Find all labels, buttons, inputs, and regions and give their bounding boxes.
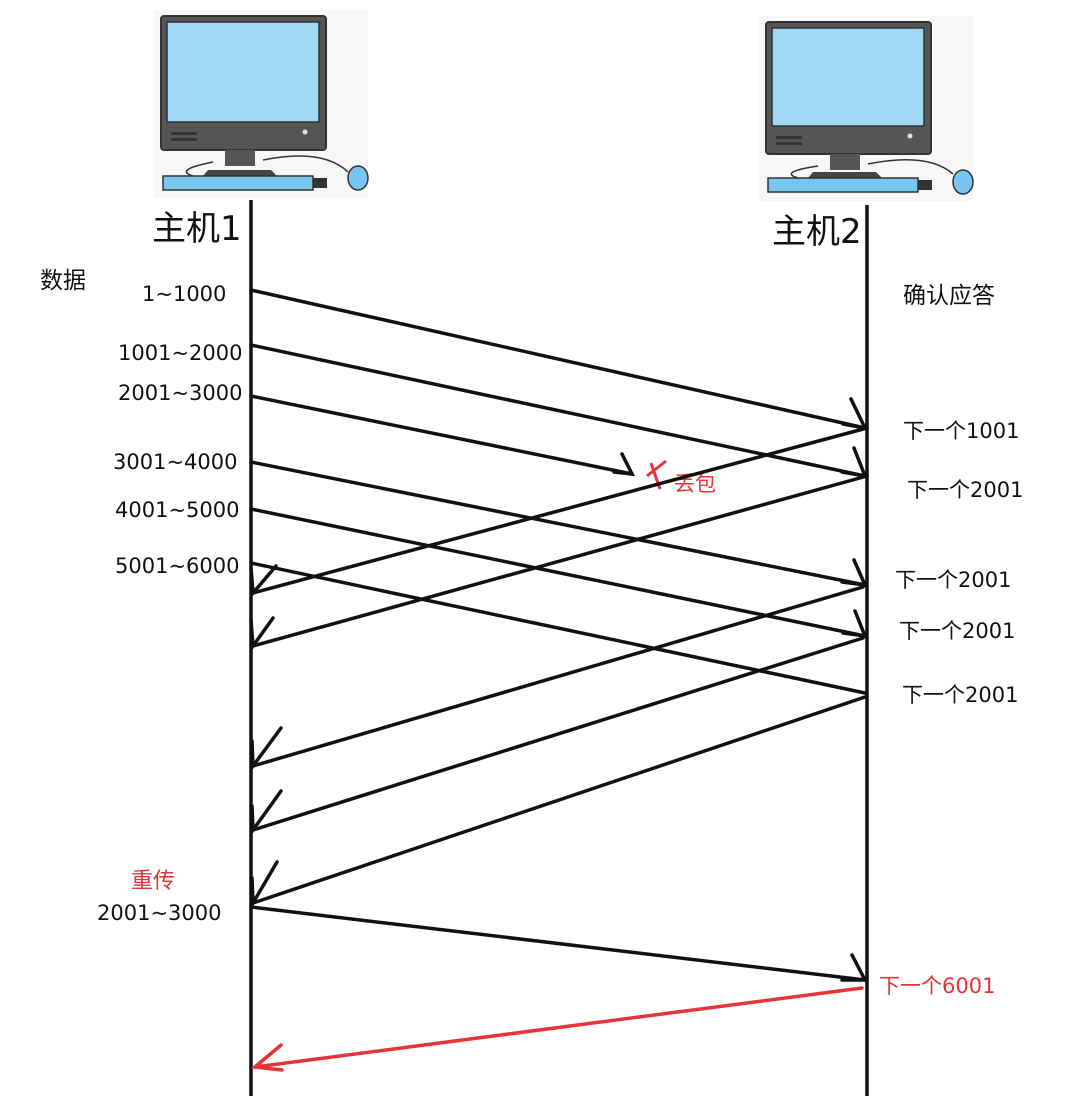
segment-label: 4001~5000 — [115, 498, 239, 522]
segment-arrow — [251, 462, 865, 585]
retransmit-range: 2001~3000 — [97, 901, 221, 925]
host1-label: 主机1 — [152, 209, 242, 249]
ack-arrow — [251, 476, 867, 646]
ack-column-label: 确认应答 — [903, 283, 995, 309]
segment-label: 1001~2000 — [118, 341, 242, 365]
segment-arrow-lost — [251, 396, 632, 474]
computer-icon — [153, 10, 368, 198]
retransmit-arrow — [251, 907, 865, 980]
data-column-label: 数据 — [40, 268, 86, 294]
ack-label: 下一个2001 — [907, 478, 1023, 502]
ack-arrow — [252, 587, 863, 766]
ack-label: 下一个2001 — [899, 619, 1015, 643]
segment-label: 3001~4000 — [113, 450, 237, 474]
segment-arrow — [251, 509, 865, 636]
segment-arrow — [251, 290, 865, 428]
final-ack-label: 下一个6001 — [879, 974, 995, 998]
segment-arrows — [251, 290, 865, 980]
segment-label: 5001~6000 — [115, 554, 239, 578]
computer-icon — [758, 16, 973, 201]
segment-arrow — [251, 345, 865, 476]
host2-label: 主机2 — [772, 212, 862, 252]
final-ack-arrow — [255, 988, 862, 1070]
ack-label: 下一个1001 — [903, 419, 1019, 443]
ack-label: 下一个2001 — [895, 568, 1011, 592]
retransmit-label: 重传 — [131, 869, 175, 894]
ack-arrows — [251, 428, 867, 903]
segment-label: 2001~3000 — [118, 381, 242, 405]
segment-label: 1~1000 — [142, 282, 226, 306]
segment-arrow — [251, 563, 865, 693]
ack-label: 下一个2001 — [902, 683, 1018, 707]
